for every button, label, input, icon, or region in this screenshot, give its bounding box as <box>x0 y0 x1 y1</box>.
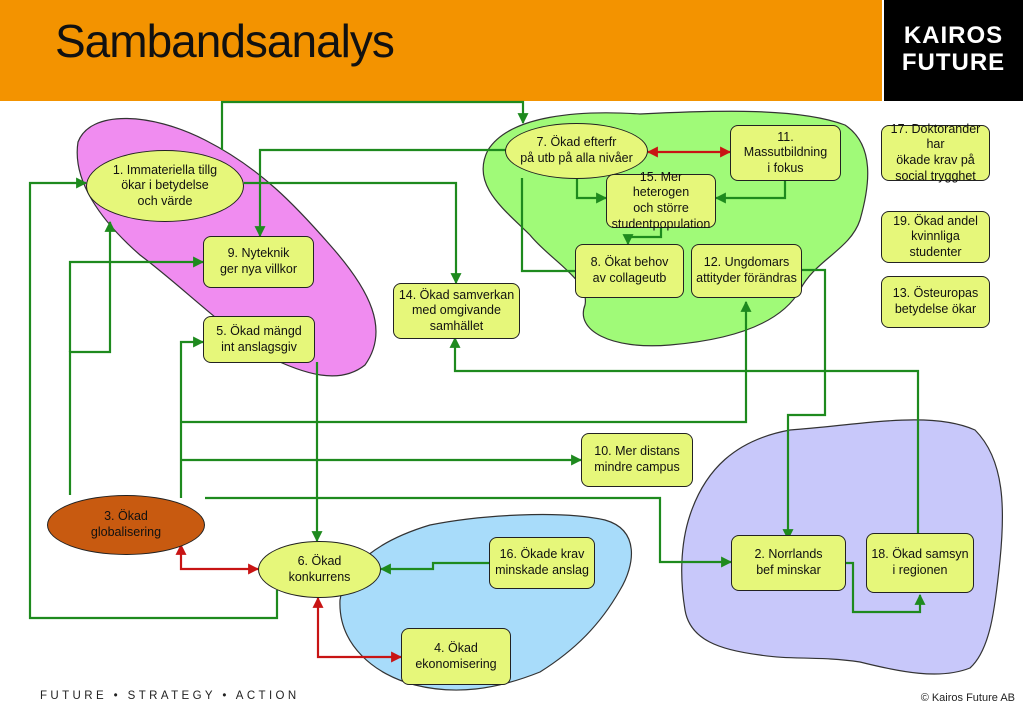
arrow-12-to-2 <box>782 268 827 541</box>
node-1-intangible-assets: 1. Immateriella tillg ökar i betydelse o… <box>86 150 244 222</box>
arrow-to-12 <box>181 300 752 424</box>
arrow-to-5 <box>179 336 205 498</box>
arrow-6-to-1 <box>28 177 279 620</box>
arrow-14-to-7 <box>220 100 529 150</box>
arrow-3-6-bidirectional <box>175 543 260 575</box>
node-10-distance-learning: 10. Mer distans mindre campus <box>581 433 693 487</box>
arrow-6-4-bidirectional <box>312 596 403 663</box>
footer-copyright: © Kairos Future AB <box>920 692 1015 704</box>
arrow-3-to-9 <box>68 256 205 352</box>
node-2-norrland-population: 2. Norrlands bef minskar <box>731 535 846 591</box>
arrow-2-to-18 <box>846 561 926 614</box>
node-6-competition: 6. Ökad konkurrens <box>258 541 381 598</box>
node-14-increased-cooperation: 14. Ökad samverkan med omgivande samhäll… <box>393 283 520 339</box>
node-8-college-need: 8. Ökat behov av collageutb <box>575 244 684 298</box>
node-12-youth-attitudes: 12. Ungdomars attityder förändras <box>691 244 802 298</box>
node-9-new-technology: 9. Nyteknik ger nya villkor <box>203 236 314 288</box>
node-17-doctoral-students: 17. Doktorander har ökade krav på social… <box>881 122 990 183</box>
node-13-eastern-europe: 13. Östeuropas betydelse ökar <box>881 276 990 328</box>
arrow-15-to-8 <box>622 228 663 246</box>
node-5-international-grants: 5. Ökad mängd int anslagsgiv <box>203 316 315 363</box>
footer-tagline: FUTURE • STRATEGY • ACTION <box>40 690 300 702</box>
header-banner: Sambandsanalys <box>0 0 882 101</box>
arrow-3-to-2 <box>205 496 733 568</box>
logo-line-1: KAIROS <box>903 22 1004 49</box>
arrow-7-to-8 <box>520 178 575 273</box>
node-11-mass-education: 11. Massutbildning i fokus <box>730 125 841 181</box>
node-19-female-students: 19. Ökad andel kvinnliga studenter <box>881 211 990 263</box>
node-7-increased-demand: 7. Ökad efterfr på utb på alla nivåer <box>505 123 648 179</box>
arrow-3-to-1 <box>68 220 116 495</box>
arrow-7-to-15 <box>575 178 608 204</box>
node-4-economisation: 4. Ökad ekonomisering <box>401 628 511 685</box>
arrow-1-to-14 <box>244 181 462 285</box>
arrow-to-9 <box>254 148 527 238</box>
page-title: Sambandsanalys <box>55 15 395 67</box>
node-3-globalisation: 3. Ökad globalisering <box>47 495 205 555</box>
node-18-regional-consensus: 18. Ökad samsyn i regionen <box>866 533 974 593</box>
node-16-demands-reduced-funding: 16. Ökade krav minskade anslag <box>489 537 595 589</box>
arrow-16-to-6 <box>379 561 489 575</box>
kairos-future-logo: KAIROS FUTURE <box>884 0 1023 101</box>
arrow-11-to-15 <box>714 181 787 204</box>
arrow-18-to-14 <box>449 336 920 533</box>
node-15-heterogeneous-students: 15. Mer heterogen och större studentpopu… <box>606 170 716 231</box>
logo-line-2: FUTURE <box>901 49 1006 76</box>
